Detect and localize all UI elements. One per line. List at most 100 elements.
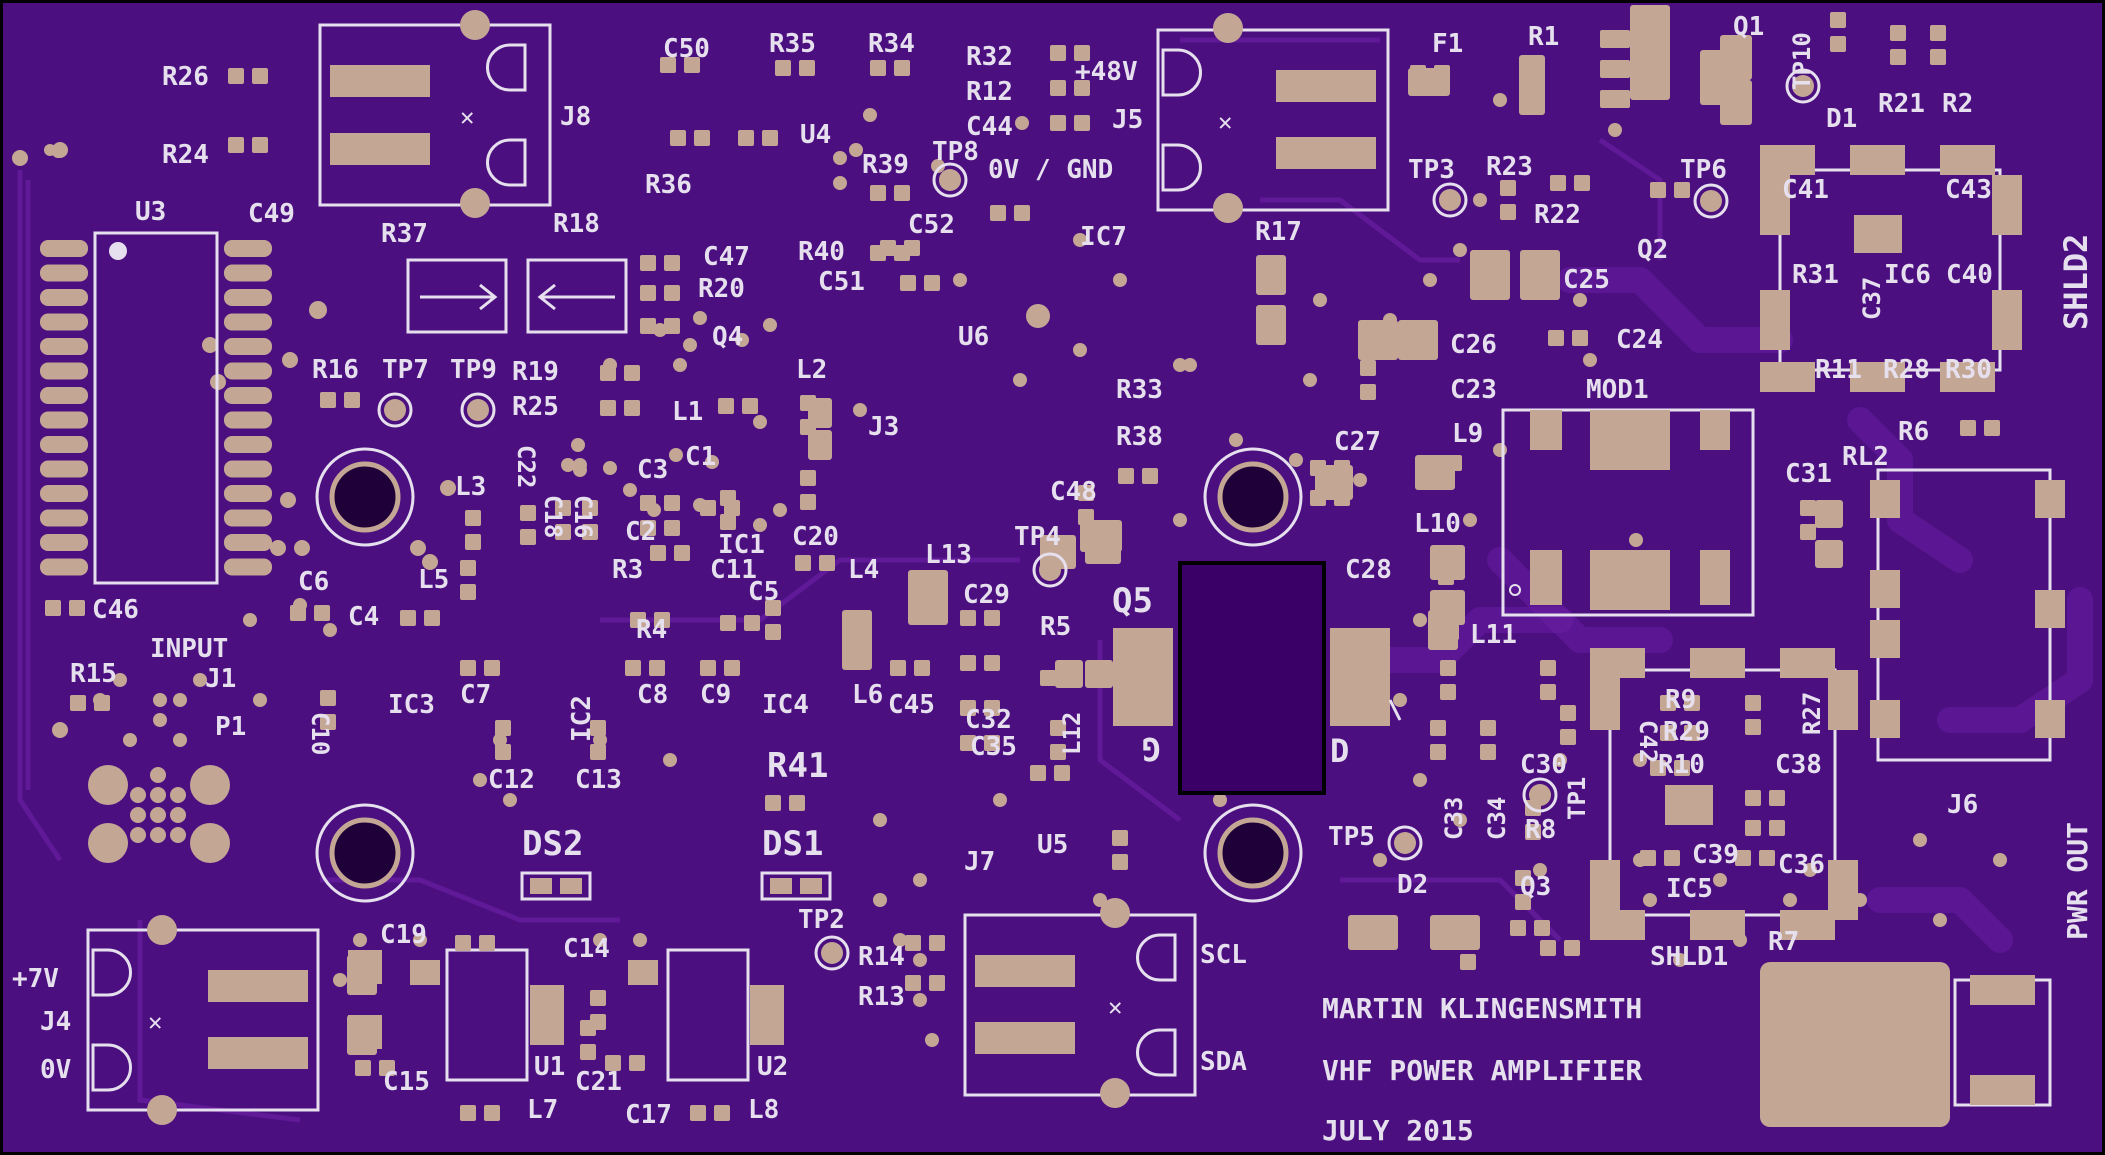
label-l3: L3 [455,472,486,502]
test-point-ring [1693,183,1729,219]
label-j6: J6 [1947,790,1978,820]
smd-pad [1460,954,1476,970]
smd-pad [670,130,686,146]
smd-pad [1930,25,1946,41]
smd-pad [960,700,976,716]
label-tp6: TP6 [1680,155,1727,185]
smd-pad [795,555,811,571]
u3-pad [224,509,272,527]
smd-pad [400,610,416,626]
label-tp5: TP5 [1328,822,1375,852]
test-point-pad [1394,832,1416,854]
label-ds1: DS1 [762,824,823,864]
label-r32: R32 [966,42,1013,72]
component-pad [1430,545,1465,580]
label-c44: C44 [966,112,1013,142]
label-r16: R16 [312,355,359,385]
label-c15: C15 [383,1067,430,1097]
smd-pad [650,545,666,561]
label-q1: Q1 [1733,12,1764,42]
u3-pad [224,558,272,576]
label-r3: R3 [612,555,643,585]
label-c7: C7 [460,680,491,710]
component-pad [1256,255,1286,295]
smd-pad [894,245,910,261]
smd-pad [640,318,656,334]
smd-pad [664,255,680,271]
label-tp10: TP10 [1788,32,1816,90]
label-j3: J3 [868,412,899,442]
label-u5: U5 [1037,830,1068,860]
label-c37: C37 [1858,277,1886,320]
smd-pad [70,695,86,711]
smd-pad [1674,182,1690,198]
label-tp1: TP1 [1563,777,1591,820]
label-l11: L11 [1470,620,1517,650]
smd-pad [1050,115,1066,131]
smd-pad [1050,80,1066,96]
test-point-pad [821,942,843,964]
r7-footprint [1760,962,2052,1127]
smd-pad [738,130,754,146]
label-c46: C46 [92,595,139,625]
u3-pad [224,362,272,380]
label-mod1: MOD1 [1586,375,1649,405]
label-c9: C9 [700,680,731,710]
label-r13: R13 [858,982,905,1012]
label-c16: C16 [569,495,597,538]
smd-pad [640,285,656,301]
smd-pad [1960,420,1976,436]
smd-pad [1660,695,1676,711]
label-c8: C8 [637,680,668,710]
label-ic4: IC4 [762,690,809,720]
smd-pad [800,494,816,510]
label-sda: SDA [1200,1047,1247,1077]
label-c17: C17 [625,1100,672,1130]
label-ic6: IC6 [1884,260,1931,290]
smd-pad [1745,790,1761,806]
credit-author: MARTIN KLINGENSMITH [1322,992,1642,1025]
smd-pad [870,185,886,201]
label-r9: R9 [1665,685,1696,715]
label-r17: R17 [1255,217,1302,247]
smd-pad [582,524,598,540]
label-plus48v: +48V [1075,57,1138,87]
smd-pad [252,68,268,84]
label-c36: C36 [1778,850,1825,880]
smd-pad [605,1055,621,1071]
component-pad [908,570,948,625]
smd-pad [1600,30,1630,48]
test-point-ring [932,162,968,198]
shield-shld2 [1760,145,2022,392]
r37-outline [406,258,508,334]
label-c24: C24 [1616,325,1663,355]
component-pad [1519,55,1545,115]
label-r20: R20 [698,274,745,304]
label-r2: R2 [1942,89,1973,119]
r18-outline [526,258,628,334]
smd-pad [742,398,758,414]
component-pad [1720,80,1752,125]
label-c48: C48 [1050,477,1097,507]
smd-pad [1674,760,1690,776]
smd-pad [984,735,1000,751]
smd-pad [1830,36,1846,52]
smd-pad [600,400,616,416]
smd-pad [984,610,1000,626]
component-pad [1358,320,1398,360]
smd-pad [654,612,670,628]
label-q5: Q5 [1112,581,1153,621]
label-c50: C50 [663,34,710,64]
label-c43: C43 [1945,175,1992,205]
component-pad [347,955,377,995]
label-l8: L8 [748,1095,779,1125]
smd-pad [624,400,640,416]
label-plus7v: +7V [12,964,59,994]
label-ic7: IC7 [1080,222,1127,252]
smd-pad [1074,45,1090,61]
label-r1: R1 [1528,22,1559,52]
label-r12: R12 [966,77,1013,107]
label-rl2: RL2 [1842,442,1889,472]
smd-pad [1118,468,1134,484]
label-l5: L5 [418,565,449,595]
